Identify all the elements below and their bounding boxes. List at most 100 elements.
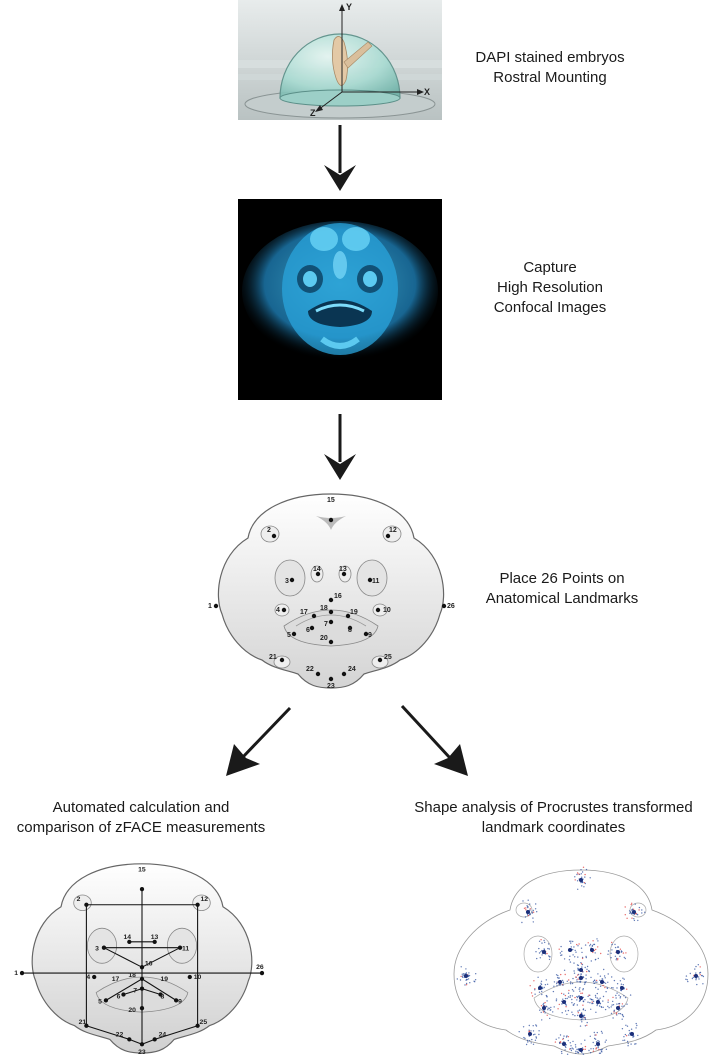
scatter-point (559, 984, 562, 986)
scatter-point (460, 966, 462, 968)
landmark-label: 6 (306, 627, 310, 634)
scatter-point (601, 1051, 603, 1053)
scatter-point (523, 1036, 525, 1039)
scatter-point (563, 958, 566, 960)
scatter-mean-point (528, 1032, 532, 1036)
scatter-point (589, 1052, 592, 1054)
landmark-label: 14 (313, 566, 321, 573)
scatter-point (574, 996, 576, 999)
scatter-point (596, 981, 598, 983)
scatter-point (558, 948, 560, 950)
scatter-point (582, 866, 585, 868)
scatter-point (593, 979, 596, 982)
scatter-point (621, 1003, 624, 1005)
scatter-point (592, 980, 595, 983)
scatter-point (555, 998, 558, 1000)
scatter-point (560, 1050, 563, 1053)
scatter-point (538, 947, 540, 950)
scatter-point (539, 1009, 541, 1011)
scatter-point (616, 1014, 618, 1016)
scatter-point (598, 998, 600, 1000)
scatter-mean-point (579, 976, 583, 980)
axis-y-label: Y (346, 2, 352, 12)
scatter-point (571, 1047, 573, 1049)
scatter-point (584, 944, 587, 946)
scatter-point (590, 960, 592, 962)
scatter-point (588, 970, 591, 973)
scatter-point (569, 995, 572, 997)
scatter-point (558, 1003, 560, 1006)
scatter-point (574, 876, 576, 878)
scatter-point (524, 916, 527, 918)
scatter-point (578, 943, 580, 945)
scatter-point (584, 1048, 586, 1050)
scatter-point (582, 996, 585, 999)
scatter-point (620, 983, 623, 985)
scatter-point (592, 951, 594, 954)
scatter-point (530, 1030, 532, 1032)
scatter-point (576, 981, 578, 983)
scatter-point (579, 990, 581, 992)
scatter-point (605, 991, 607, 993)
scatter-point (592, 999, 594, 1001)
arrow-down-2 (324, 414, 356, 480)
scatter-point (633, 918, 635, 920)
scatter-point (595, 948, 597, 951)
scatter-point (581, 871, 584, 873)
scatter-point (536, 911, 538, 913)
scatter-point (623, 1039, 626, 1041)
scatter-point (593, 982, 595, 984)
scatter-point (687, 980, 689, 983)
scatter-point (583, 983, 586, 985)
scatter-point (580, 1018, 582, 1020)
scatter-point (537, 976, 539, 978)
scatter-point (610, 952, 612, 954)
scatter-point (592, 1050, 595, 1052)
scatter-mean-point (579, 878, 583, 882)
scatter-point (532, 921, 534, 923)
scatter-point (582, 976, 584, 978)
measure-label: 4 (86, 974, 90, 981)
scatter-point (586, 970, 588, 973)
scatter-point (565, 1006, 567, 1008)
scatter-point (581, 1047, 584, 1049)
scatter-point (616, 987, 618, 989)
scatter-point (572, 990, 575, 992)
scatter-point (582, 1015, 585, 1018)
scatter-point (461, 973, 463, 975)
measure-label: 8 (161, 993, 165, 1000)
scatter-point (584, 966, 586, 969)
scatter-point (586, 1021, 588, 1024)
landmark-label: 19 (350, 609, 358, 616)
scatter-point (624, 906, 626, 908)
scatter-point (559, 952, 562, 954)
scatter-point (573, 970, 575, 972)
scatter-point (614, 943, 616, 946)
scatter-point (602, 984, 604, 987)
step2-line2: High Resolution (497, 279, 603, 296)
scatter-mean-point (620, 986, 624, 990)
scatter-point (702, 975, 705, 978)
measure-label: 3 (95, 946, 99, 953)
scatter-mean-point (538, 986, 542, 990)
scatter-point (583, 1014, 586, 1016)
scatter-point (547, 1009, 549, 1011)
scatter-point (635, 1043, 637, 1045)
scatter-point (535, 951, 537, 953)
measure-label: 2 (77, 896, 81, 903)
scatter-point (600, 1030, 603, 1033)
scatter-point (615, 997, 617, 999)
scatter-point (636, 1024, 638, 1027)
scatter-point (528, 1024, 530, 1027)
scatter-point (559, 1034, 562, 1036)
scatter-point (633, 1035, 635, 1037)
landmark-points: 1 2 3 4 5 6 7 8 9 10 11 12 13 14 15 16 1… (208, 497, 455, 690)
scatter-point (540, 1005, 543, 1007)
scatter-point (581, 963, 584, 966)
scatter-point (602, 1000, 604, 1002)
scatter-point (617, 958, 619, 960)
scatter-point (568, 989, 570, 992)
scatter-point (593, 1031, 595, 1034)
scatter-point (589, 998, 591, 1000)
scatter-point (596, 938, 598, 940)
